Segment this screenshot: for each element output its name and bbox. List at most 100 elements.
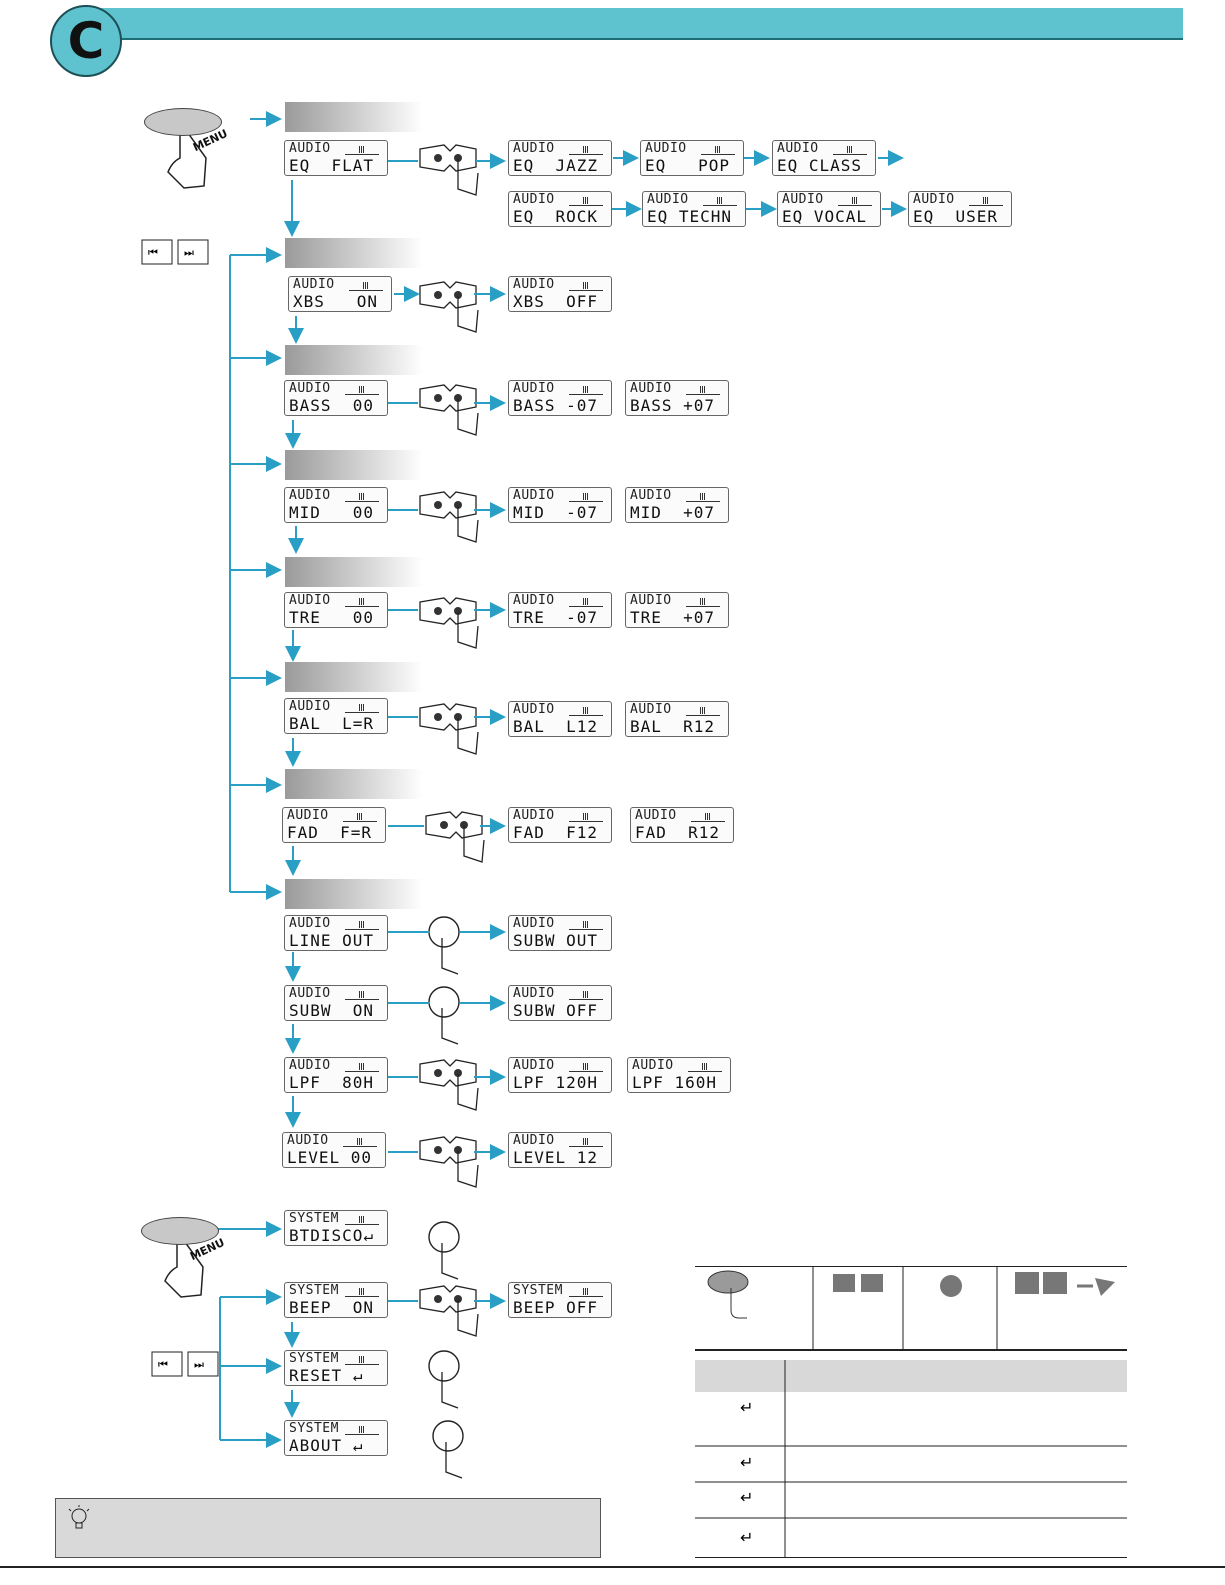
legend-table [695, 1266, 1127, 1558]
lcd-line2: BAL R12 [630, 717, 716, 736]
lcd-line2: BEEP OFF [513, 1298, 599, 1317]
lcd-line1: SYSTEM [289, 1211, 339, 1226]
level-bars-icon [569, 1287, 603, 1297]
table-enter-symbol: ↵ [740, 1453, 754, 1472]
level-bars-icon [569, 196, 603, 206]
level-bars-icon [969, 196, 1003, 206]
lcd-line2: BTDISCO↵ [289, 1226, 375, 1245]
level-bars-icon [838, 196, 872, 206]
lcd-line1: SYSTEM [289, 1351, 339, 1366]
prev-next-icon: ⏮⏭ [151, 1351, 219, 1377]
lcd-line2: EQ FLAT [289, 156, 375, 175]
level-bars-icon [349, 281, 383, 291]
level-bars-icon [345, 1425, 379, 1435]
lcd-line2: RESET ↵ [289, 1366, 364, 1385]
lcd-line1: AUDIO [289, 1058, 331, 1073]
lcd-line1: AUDIO [287, 1133, 329, 1148]
volume-rocker-icon [419, 1059, 479, 1111]
lcd-line2: SUBW OFF [513, 1001, 599, 1020]
volume-rocker-icon [419, 281, 479, 333]
lcd-line2: EQ USER [913, 207, 999, 226]
page-bottom-rule [0, 1566, 1225, 1568]
lcd-line1: AUDIO [635, 808, 677, 823]
volume-rocker-icon [419, 144, 479, 196]
lcd-line2: BASS +07 [630, 396, 716, 415]
level-bars-icon [345, 1215, 379, 1225]
level-bars-icon [701, 145, 735, 155]
lcd-line2: SUBW ON [289, 1001, 375, 1020]
section-header-bar [285, 345, 423, 375]
level-bars-icon [686, 492, 720, 502]
table-enter-symbol: ↵ [740, 1488, 754, 1507]
volume-rocker-icon [419, 491, 479, 543]
section-header-bar [285, 238, 423, 268]
volume-rocker-icon [419, 384, 479, 436]
lcd-line1: AUDIO [513, 381, 555, 396]
lcd-line2: EQ CLASS [777, 156, 863, 175]
level-bars-icon [703, 196, 737, 206]
level-bars-icon [569, 385, 603, 395]
level-bars-icon [569, 990, 603, 1000]
lcd-line2: LEVEL 00 [287, 1148, 373, 1167]
lcd-line1: AUDIO [287, 808, 329, 823]
lcd-line1: AUDIO [293, 277, 335, 292]
volume-rocker-icon [419, 1136, 479, 1188]
lcd-line2: BASS -07 [513, 396, 599, 415]
lcd-line2: FAD F=R [287, 823, 373, 842]
level-bars-icon [569, 920, 603, 930]
level-bars-icon [345, 492, 379, 502]
lcd-line2: BAL L12 [513, 717, 599, 736]
level-bars-icon [686, 385, 720, 395]
level-bars-icon [569, 812, 603, 822]
lcd-line1: AUDIO [782, 192, 824, 207]
section-header-bar [285, 769, 423, 799]
lcd-line2: FAD F12 [513, 823, 599, 842]
lcd-line1: AUDIO [513, 808, 555, 823]
tip-box [55, 1498, 601, 1558]
svg-text:⏭: ⏭ [184, 246, 194, 259]
volume-rocker-icon [425, 811, 485, 863]
level-bars-icon [569, 145, 603, 155]
level-bars-icon [691, 812, 725, 822]
svg-text:⏭: ⏭ [194, 1358, 204, 1371]
lcd-line1: SYSTEM [289, 1421, 339, 1436]
level-bars-icon [569, 281, 603, 291]
svg-text:⏮: ⏮ [148, 246, 158, 259]
lcd-line1: AUDIO [513, 192, 555, 207]
lcd-line1: AUDIO [513, 488, 555, 503]
level-bars-icon [345, 703, 379, 713]
section-header-bar [285, 450, 423, 480]
level-bars-icon [686, 706, 720, 716]
lcd-line2: LINE OUT [289, 931, 375, 950]
lcd-line1: AUDIO [630, 488, 672, 503]
knob-press-icon [428, 1221, 460, 1253]
menu-button-icon [141, 1217, 219, 1245]
level-bars-icon [345, 385, 379, 395]
lcd-line2: TRE -07 [513, 608, 599, 627]
lcd-line1: AUDIO [289, 593, 331, 608]
level-bars-icon [345, 990, 379, 1000]
lcd-line1: AUDIO [647, 192, 689, 207]
lcd-line2: SUBW OUT [513, 931, 599, 950]
lcd-line2: LPF 160H [632, 1073, 718, 1092]
lcd-line2: MID -07 [513, 503, 599, 522]
lcd-line2: LPF 80H [289, 1073, 375, 1092]
